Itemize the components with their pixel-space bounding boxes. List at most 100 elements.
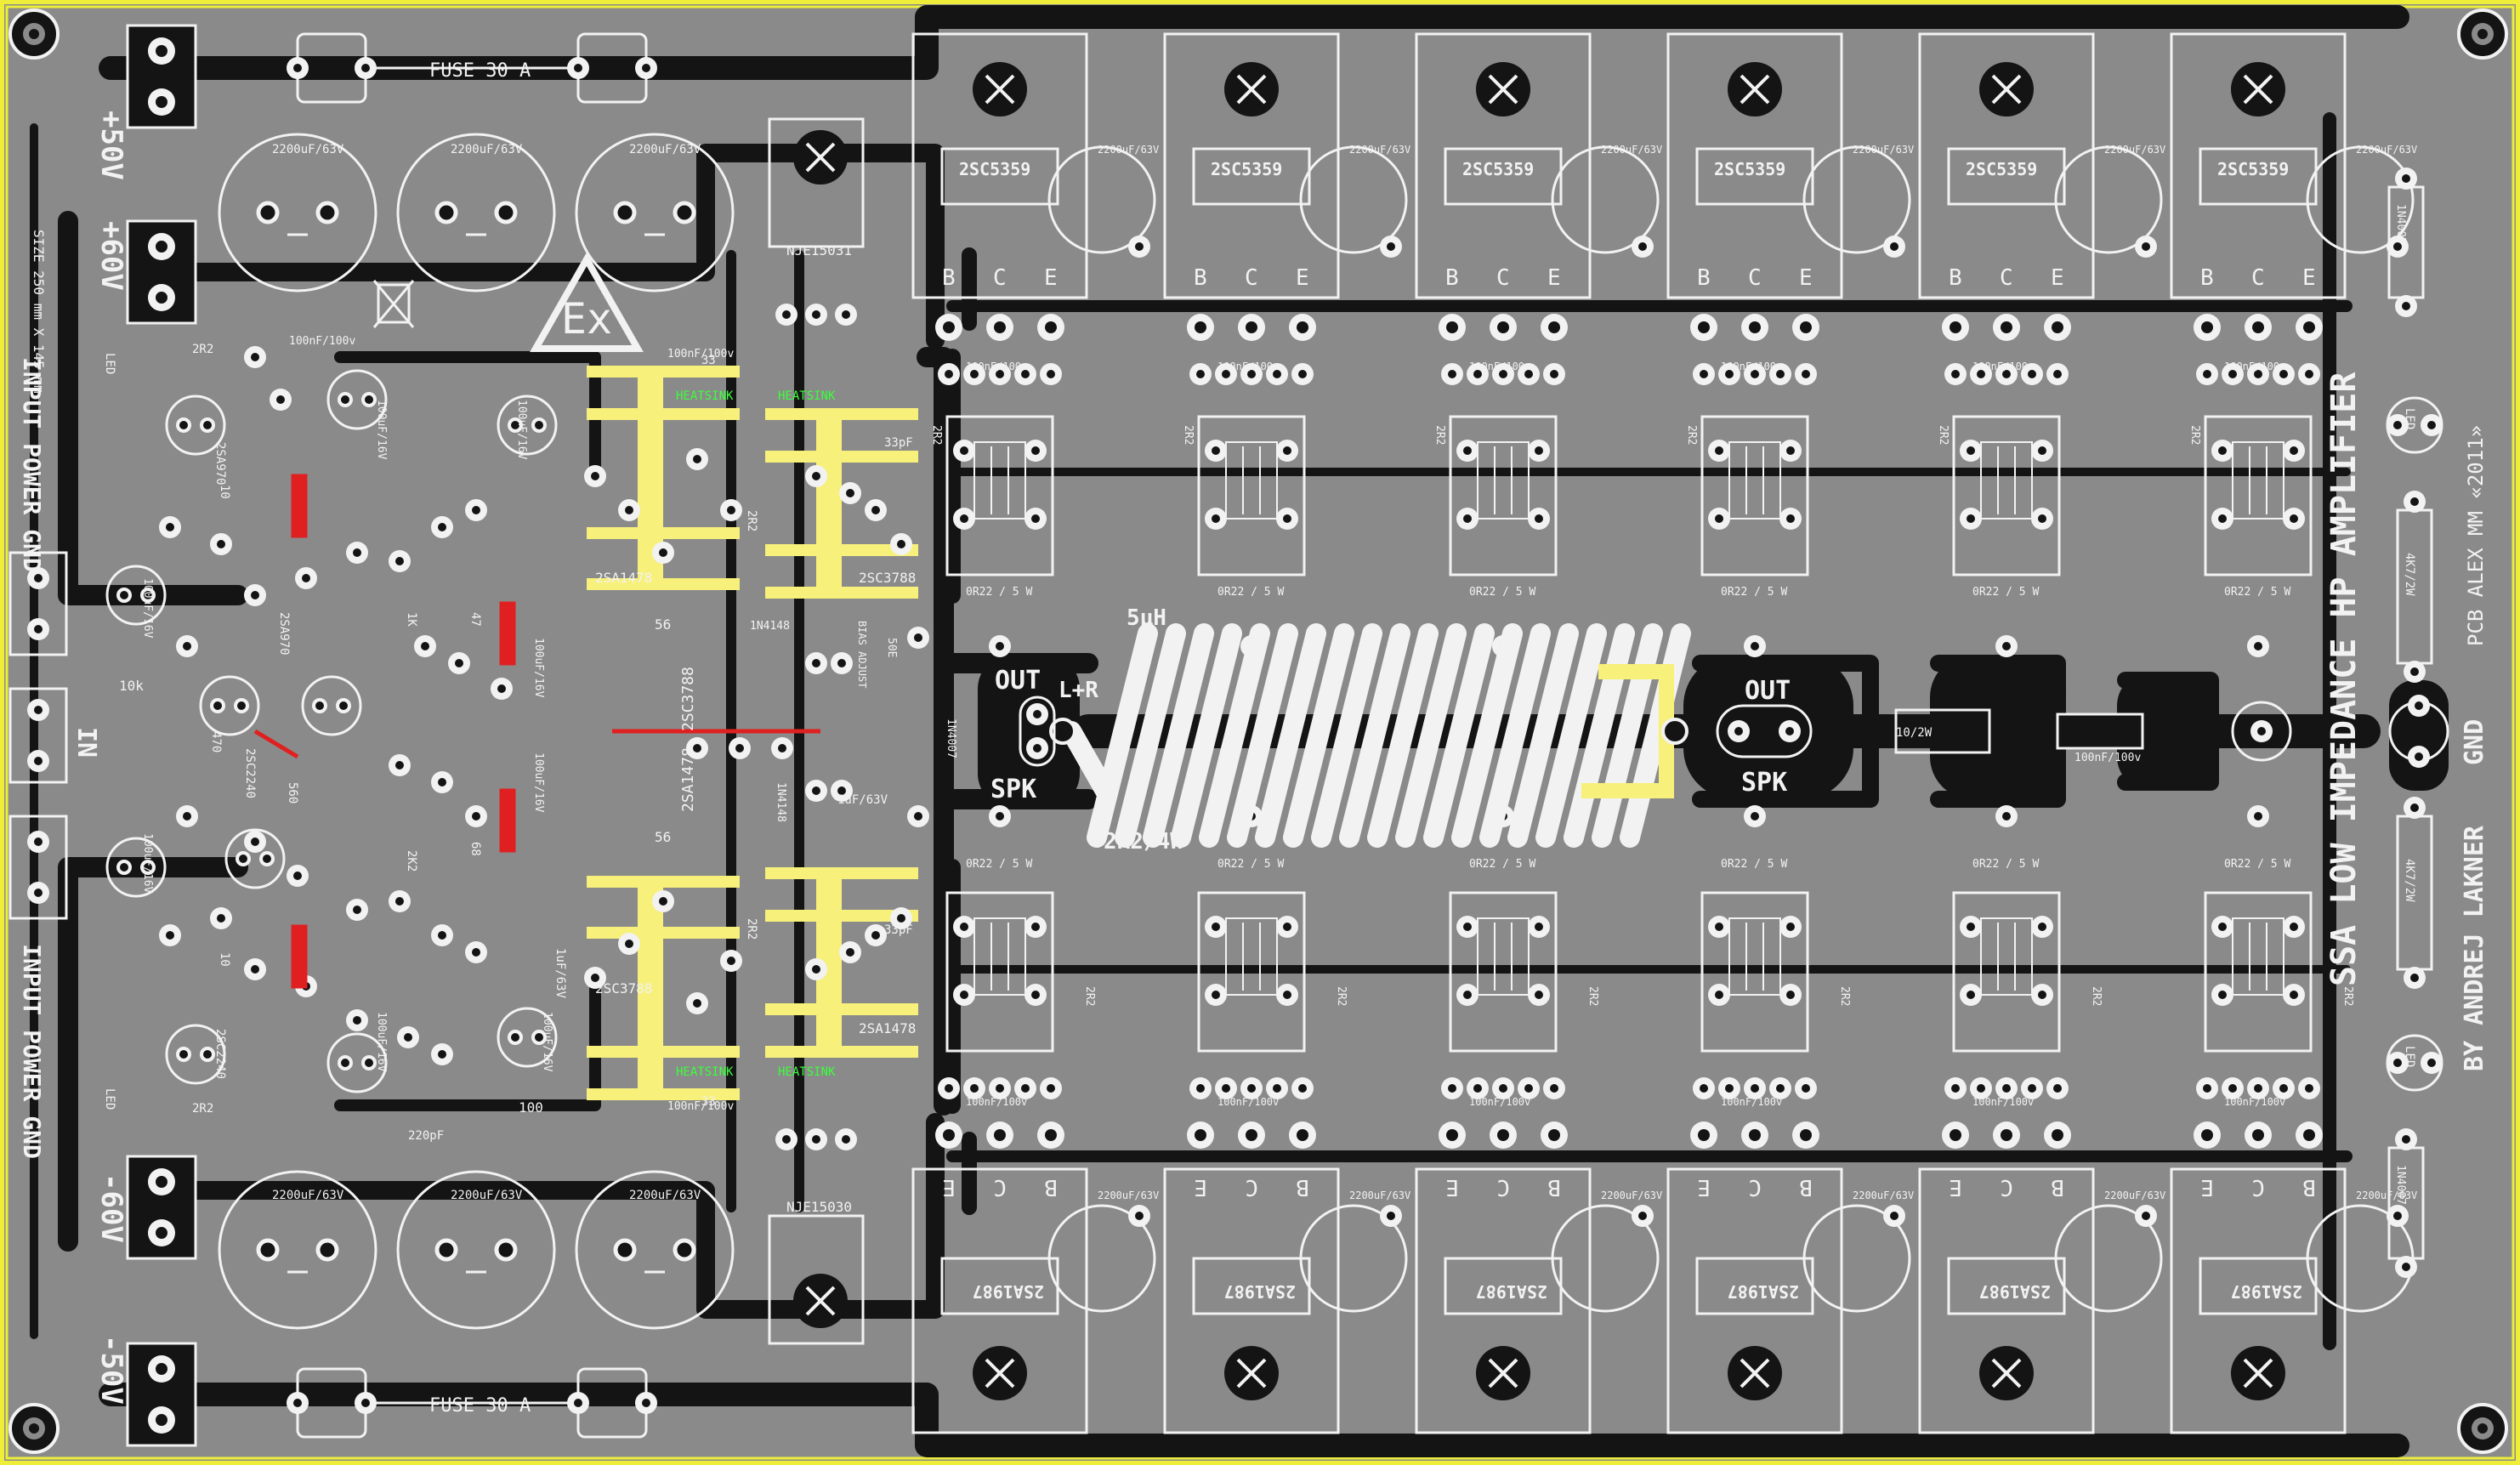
res-10-label: 10 (218, 485, 231, 499)
bulk-cap-label: 2200uF/63V (2356, 1190, 2417, 1201)
output-transistor-labels: 2SC5359 2SC5359 2SC5359 2SC5359 2SC5359 … (959, 159, 2302, 1302)
output-transistor-top (1163, 32, 1408, 385)
board-title: SSA LOW IMPEDANCE HP AMPLIFIER (2324, 372, 2364, 986)
pin-label: E (942, 1174, 956, 1200)
emitter-resistor-labels: 0R22 / 5 W 0R22 / 5 W 100nF/100v 100nF/100v… (930, 144, 2417, 1201)
cap-mid-label: 100uF/16V (532, 638, 545, 698)
out-right-label: OUT (1745, 676, 1791, 706)
res-4k7-label: 4K7/2W (2403, 859, 2416, 902)
pin-label: C (2000, 1174, 2013, 1200)
right-output-pads (1019, 695, 2449, 768)
output-transistor-top (1415, 32, 1660, 385)
film-cap-label: 100nF/100v (2224, 361, 2285, 372)
bulk-cap-label: 2200uF/63V (1349, 1190, 1410, 1201)
terminal-blocks (9, 24, 197, 1447)
emitter-resistor-label: 0R22 / 5 W (1217, 586, 1284, 599)
cap-film-label: 100nF/100v (289, 335, 355, 348)
bulk-cap-label: 2200uF/63V (451, 143, 523, 156)
cap-1uf-label: 1uF/63V (553, 948, 567, 999)
bottom-output-label: 2SA1987 (973, 1281, 1044, 1302)
fuse-label-top: FUSE 30 A (429, 60, 531, 82)
cap-film-label: 100nF/100v (2074, 752, 2141, 764)
pin-label: B (942, 265, 956, 291)
pin-label: E (1445, 1174, 1459, 1200)
pin-label: B (1547, 1174, 1561, 1200)
pin-label: C (1245, 1174, 1258, 1200)
top-output-label: 2SC5359 (1714, 159, 1785, 179)
output-transistor-bottom (1415, 1077, 1660, 1434)
led-label: LED (103, 353, 116, 374)
top-output-label: 2SC5359 (2217, 159, 2289, 179)
output-zones (978, 655, 2449, 808)
pin-label: E (1044, 265, 1058, 291)
pin-label: E (1194, 1174, 1207, 1200)
pin-label: E (1296, 265, 1309, 291)
bottom-output-label: 2SA1987 (1979, 1281, 2051, 1302)
res-2r2-label: 2R2 (192, 343, 213, 356)
small-c-label: 2SC2240 (213, 1029, 227, 1079)
res-10-label: 10 (218, 952, 231, 967)
bulk-cap-label: 2200uF/63V (2104, 144, 2165, 156)
film-cap-label: 100nF/100v (1217, 361, 1279, 372)
pin-label: B (1044, 1174, 1058, 1200)
res-560-label: 560 (286, 782, 299, 803)
small-a-label: 2SA970 (277, 612, 291, 656)
pcb-credit: PCB ALEX MM «2011» (2464, 425, 2488, 646)
minus60-label: -60V (94, 1173, 128, 1243)
film-cap-label: 100nF/100v (1972, 1096, 2034, 1108)
cap-mid-label: 100uF/16V (141, 578, 154, 639)
pin-label: C (993, 265, 1007, 291)
small-a-label: 2SA970 (213, 442, 227, 485)
pin-label: B (1445, 265, 1459, 291)
res-2r2-label: 2R2 (1433, 425, 1446, 445)
pre-pnp-label: 2SA1478 (679, 747, 697, 812)
led-label: LED (103, 1088, 116, 1110)
bulk-cap-label: 2200uF/63V (2104, 1190, 2165, 1201)
plus60-label: +60V (94, 221, 128, 291)
pin-label: C (1748, 265, 1762, 291)
res-2r2-label: 2R2 (1083, 986, 1096, 1006)
film-cap-label: 100nF/100v (1469, 361, 1530, 372)
cap-mid-label: 100uF/16V (375, 400, 388, 460)
output-transistor-top (911, 32, 1156, 385)
heatsink-label: HEATSINK (676, 389, 734, 403)
emitter-resistor-label: 0R22 / 5 W (966, 586, 1032, 599)
pre-npn-label: 2SC3788 (595, 980, 652, 997)
res-2r2-label: 2R2 (930, 425, 943, 445)
coil-res-label: 2R2/4W (1104, 829, 1183, 855)
cap-1uf-label: 1uF/63V (837, 793, 888, 807)
output-transistor-bottom (1163, 1077, 1408, 1434)
out-left-label: OUT (995, 666, 1041, 696)
small-c-label: 2SC2240 (243, 748, 257, 798)
diode-label: 1N4148 (775, 782, 787, 822)
led-label: LED (2403, 1046, 2416, 1067)
emitter-resistor-label: 0R22 / 5 W (1972, 586, 2039, 599)
red-jumpers (253, 474, 820, 989)
led-label: LED (2403, 408, 2416, 429)
film-cap-label: 100nF/100v (1721, 361, 1782, 372)
heatsink-label: HEATSINK (778, 389, 836, 403)
emitter-resistor-label: 0R22 / 5 W (966, 858, 1032, 871)
heatsink-label: HEATSINK (778, 1065, 836, 1079)
res-4k7-label: 4K7/2W (2403, 553, 2416, 596)
fuse-label-bottom: FUSE 30 A (429, 1395, 531, 1417)
board-author: BY ANDREJ LAKNER (2460, 825, 2489, 1071)
res-2r2-label: 2R2 (2090, 986, 2103, 1006)
svg-text:Ex: Ex (561, 294, 612, 344)
res-2r2-label: 2R2 (1182, 425, 1195, 445)
top-output-label: 2SC5359 (1211, 159, 1282, 179)
spk-right-label: SPK (1741, 768, 1787, 798)
cap-film-label: 100nF/100v (667, 348, 734, 361)
bulk-cap-label: 2200uF/63V (1853, 1190, 1914, 1201)
res-2r2-label: 2R2 (745, 918, 758, 940)
res-2r2-label: 2R2 (1838, 986, 1851, 1006)
output-transistor-top (1666, 32, 1911, 385)
output-transistors-top (911, 32, 2415, 385)
output-transistors-bottom (911, 1077, 2415, 1434)
emitter-resistor-label: 0R22 / 5 W (1217, 858, 1284, 871)
pin-label: E (1949, 1174, 1962, 1200)
cap-220pf-label: 220pF (408, 1129, 444, 1143)
pre-npn-label: 2SC3788 (859, 570, 916, 586)
pin-label: C (2251, 1174, 2265, 1200)
